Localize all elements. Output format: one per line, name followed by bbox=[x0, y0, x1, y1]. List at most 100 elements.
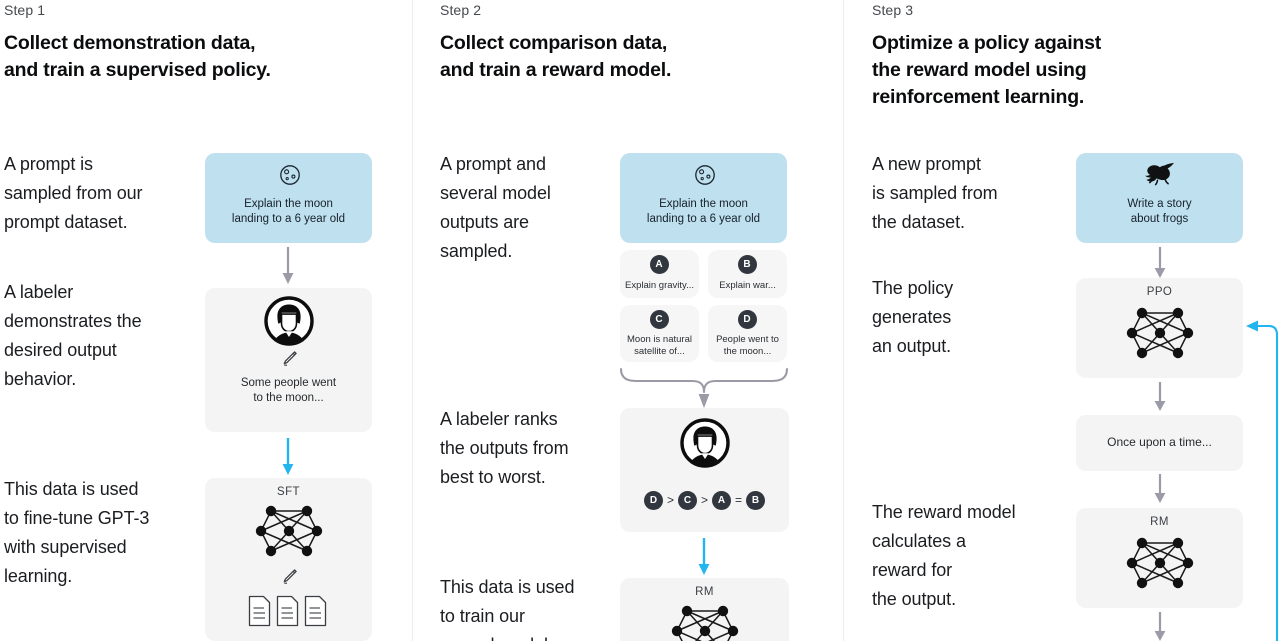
step-2-output-card-c[interactable]: C Moon is natural satellite of... bbox=[620, 305, 699, 362]
step-3-output-box[interactable]: Once upon a time... bbox=[1076, 415, 1243, 471]
chip-c: C bbox=[649, 310, 669, 329]
step-2-prompt-caption: Explain the moon landing to a 6 year old bbox=[620, 197, 787, 227]
step-3-prompt-box[interactable]: Write a story about frogs bbox=[1076, 153, 1243, 243]
caption-line: about frogs bbox=[1130, 213, 1189, 225]
step-3-column: Step 3 Optimize a policy against the rew… bbox=[844, 0, 1280, 641]
step-1-title-line-2: and train a supervised policy. bbox=[4, 59, 271, 81]
caption-line: to the moon... bbox=[253, 392, 324, 404]
rank-chip-1: D bbox=[643, 491, 663, 510]
text-line: This data is used bbox=[440, 577, 575, 597]
text-line: A prompt is bbox=[4, 154, 93, 174]
chip-d: D bbox=[737, 310, 757, 329]
moon-icon bbox=[279, 164, 301, 186]
chip-b: B bbox=[737, 255, 757, 274]
rank-chip-2: C bbox=[677, 491, 697, 510]
caption-line: satellite of... bbox=[634, 346, 685, 357]
rank-operator-1: > bbox=[666, 492, 674, 507]
caption-line: landing to a 6 year old bbox=[646, 213, 761, 225]
step-1-prompt-caption: Explain the moon landing to a 6 year old bbox=[205, 197, 372, 227]
caption-line: landing to a 6 year old bbox=[231, 213, 346, 225]
arrow-down-icon bbox=[1153, 247, 1167, 279]
step-2-column: Step 2 Collect comparison data, and trai… bbox=[413, 0, 843, 641]
text-line: learning. bbox=[4, 566, 73, 586]
text-line: the outputs from bbox=[440, 438, 569, 458]
caption-line: the moon... bbox=[723, 346, 772, 357]
output-a-caption: Explain gravity... bbox=[625, 280, 694, 291]
chip-letter: B bbox=[737, 255, 757, 274]
rank-operator-2: > bbox=[700, 492, 708, 507]
step-2-ranking-box[interactable]: D>C>A=B bbox=[620, 408, 789, 532]
neural-network-icon bbox=[1125, 304, 1195, 362]
step-3-label: Step 3 bbox=[872, 2, 914, 18]
step-2-paragraph-1: A prompt and several model outputs are s… bbox=[440, 150, 630, 266]
merge-brace-arrow-icon bbox=[618, 367, 790, 410]
step-2-ranking-row: D>C>A=B bbox=[620, 491, 789, 510]
step-2-rm-box[interactable]: RM bbox=[620, 578, 789, 641]
text-line: generates bbox=[872, 307, 952, 327]
column-divider-1 bbox=[412, 0, 413, 641]
text-line: calculates a bbox=[872, 531, 966, 551]
text-line: desired output bbox=[4, 340, 117, 360]
step-3-rm-box[interactable]: RM bbox=[1076, 508, 1243, 608]
chip-letter: A bbox=[649, 255, 669, 274]
ppo-label: PPO bbox=[1146, 286, 1173, 298]
text-line: demonstrates the bbox=[4, 311, 142, 331]
column-divider-2 bbox=[843, 0, 844, 641]
step-1-labeler-box[interactable]: Some people went to the moon... bbox=[205, 288, 372, 432]
step-1-paragraph-3: This data is used to fine-tune GPT-3 wit… bbox=[4, 475, 214, 591]
rm-label: RM bbox=[695, 586, 714, 598]
documents-icon bbox=[248, 595, 330, 629]
arrow-down-accent-icon bbox=[697, 538, 711, 576]
text-line: to fine-tune GPT-3 bbox=[4, 508, 150, 528]
neural-network-icon bbox=[1125, 534, 1195, 592]
text-line: several model bbox=[440, 183, 551, 203]
step-3-prompt-caption: Write a story about frogs bbox=[1076, 197, 1243, 227]
step-1-column: Step 1 Collect demonstration data, and t… bbox=[0, 0, 412, 641]
output-d-caption: People went to the moon... bbox=[708, 334, 787, 358]
text-line: behavior. bbox=[4, 369, 77, 389]
text-line: best to worst. bbox=[440, 467, 546, 487]
step-1-paragraph-2: A labeler demonstrates the desired outpu… bbox=[4, 278, 204, 394]
step-3-title-line-3: reinforcement learning. bbox=[872, 86, 1085, 108]
caption-line: Write a story bbox=[1127, 198, 1192, 210]
step-2-output-card-a[interactable]: A Explain gravity... bbox=[620, 250, 699, 298]
text-line: reward model. bbox=[440, 631, 640, 641]
rank-operator-3: = bbox=[735, 492, 743, 507]
step-2-title: Collect comparison data, and train a rew… bbox=[440, 30, 840, 84]
step-3-paragraph-1: A new prompt is sampled from the dataset… bbox=[872, 150, 1067, 237]
step-3-ppo-box[interactable]: PPO bbox=[1076, 278, 1243, 378]
step-2-output-card-b[interactable]: B Explain war... bbox=[708, 250, 787, 298]
step-3-title-line-1: Optimize a policy against bbox=[872, 32, 1102, 54]
step-1-label: Step 1 bbox=[4, 2, 46, 18]
step-2-label: Step 2 bbox=[440, 2, 482, 18]
text-line: reward for bbox=[872, 560, 953, 580]
labeler-avatar-icon bbox=[264, 296, 314, 346]
step-3-title-line-2: the reward model using bbox=[872, 59, 1087, 81]
labeler-avatar-icon bbox=[680, 418, 730, 468]
step-2-prompt-box[interactable]: Explain the moon landing to a 6 year old bbox=[620, 153, 787, 243]
text-line: A new prompt bbox=[872, 154, 981, 174]
text-line: prompt dataset. bbox=[4, 212, 128, 232]
arrow-down-accent-icon bbox=[281, 438, 295, 476]
text-line: to train our bbox=[440, 606, 525, 626]
caption-line: People went to bbox=[716, 334, 779, 345]
step-1-paragraph-1: A prompt is sampled from our prompt data… bbox=[4, 150, 204, 237]
sft-label: SFT bbox=[277, 486, 300, 498]
step-2-output-card-d[interactable]: D People went to the moon... bbox=[708, 305, 787, 362]
step-2-title-line-2: and train a reward model. bbox=[440, 59, 672, 81]
arrow-down-icon bbox=[281, 247, 295, 285]
text-line: is sampled from bbox=[872, 183, 998, 203]
chip-letter: C bbox=[649, 310, 669, 329]
text-line: This data is used bbox=[4, 479, 139, 499]
rank-chip-3: A bbox=[712, 491, 731, 510]
text-line: outputs are bbox=[440, 212, 529, 232]
step-3-paragraph-2: The policy generates an output. bbox=[872, 274, 1067, 361]
step-3-output-caption: Once upon a time... bbox=[1107, 435, 1212, 449]
step-2-title-line-1: Collect comparison data, bbox=[440, 32, 668, 54]
text-line: sampled. bbox=[440, 241, 513, 261]
step-1-prompt-box[interactable]: Explain the moon landing to a 6 year old bbox=[205, 153, 372, 243]
step-1-sft-box[interactable]: SFT bbox=[205, 478, 372, 641]
text-line: the dataset. bbox=[872, 212, 965, 232]
text-line: sampled from our bbox=[4, 183, 143, 203]
